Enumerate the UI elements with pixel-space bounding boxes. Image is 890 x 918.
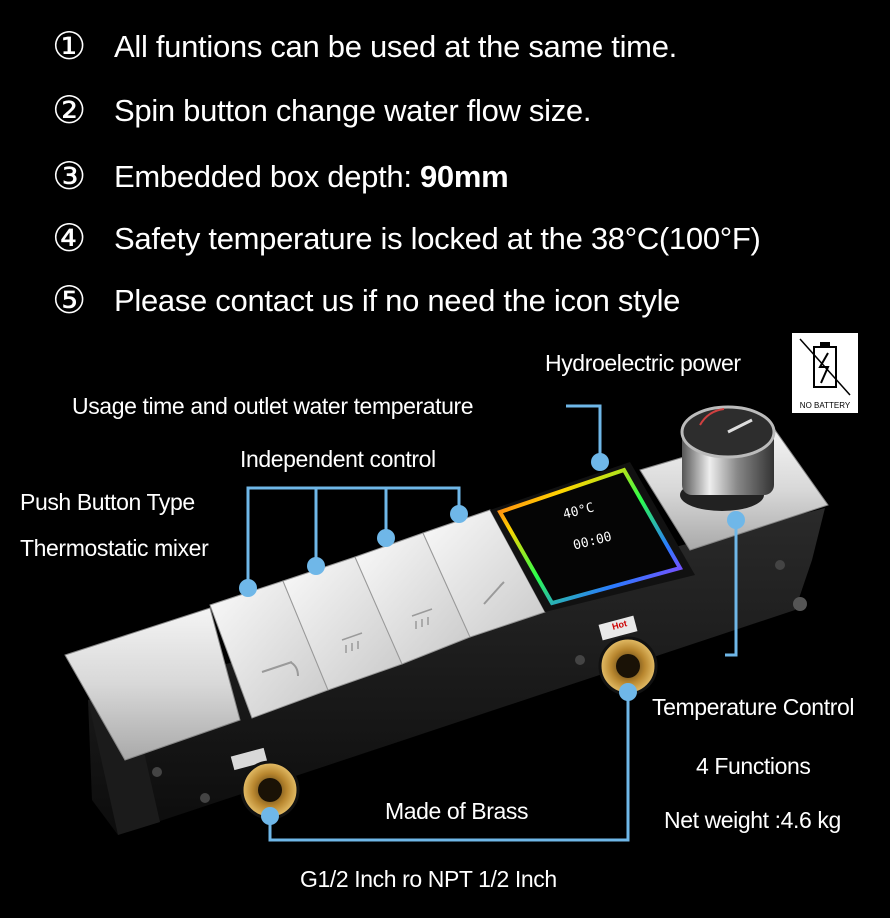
circled-number: ③	[52, 156, 86, 198]
knob-indicator	[727, 418, 753, 434]
mount-screw	[793, 597, 807, 611]
brass-inlet-cold-bore	[258, 778, 282, 802]
brass-inlet-hot-bore	[616, 654, 640, 678]
hydroelectric-power-label: Hydroelectric power	[545, 350, 741, 376]
battery-crossed-icon	[799, 338, 851, 396]
no-battery-text: NO BATTERY	[799, 401, 851, 410]
callout-dots	[239, 453, 745, 825]
display-screen	[497, 467, 684, 606]
thermostatic-mixer-label: Thermostatic mixer	[20, 535, 209, 561]
feature-text: Embedded box depth:	[114, 159, 420, 194]
mount-screw	[775, 560, 785, 570]
feature-text: Spin button change water flow size.	[114, 93, 592, 128]
independent-control-label: Independent control	[240, 446, 436, 472]
usage-callout-line	[566, 404, 602, 462]
feature-highlight: 90mm	[419, 159, 509, 194]
shower-head-icon	[411, 608, 433, 629]
cold-label-plate	[230, 747, 268, 771]
no-battery-badge: NO BATTERY	[792, 333, 858, 413]
circled-number: ②	[52, 90, 86, 132]
knob-scale	[699, 408, 725, 426]
push-button-type-label: Push Button Type	[20, 489, 195, 515]
feature-text: Please contact us if no need the icon st…	[114, 283, 681, 318]
feature-text: All funtions can be used at the same tim…	[114, 29, 677, 64]
housing-body	[88, 508, 825, 835]
shower-head-icon	[341, 632, 363, 653]
mount-screw	[575, 655, 585, 665]
feature-text: Safety temperature is locked at the 38°C…	[114, 221, 761, 256]
feature-4: ④ Safety temperature is locked at the 38…	[46, 214, 761, 264]
spout-icon	[261, 661, 299, 677]
hand-shower-icon	[483, 581, 505, 605]
independent-control-bracket	[246, 486, 461, 588]
callout-lines	[246, 404, 738, 842]
feature-1: ① All funtions can be used at the same t…	[46, 22, 677, 72]
circled-number: ④	[52, 218, 86, 260]
brass-callout-line	[268, 692, 630, 842]
net-weight-label: Net weight :4.6 kg	[664, 807, 841, 833]
feature-2: ② Spin button change water flow size.	[46, 86, 591, 136]
made-of-brass-label: Made of Brass	[385, 798, 529, 824]
functions-count-label: 4 Functions	[696, 753, 811, 779]
feature-3: ③ Embedded box depth: 90mm	[46, 152, 509, 202]
mount-screw	[200, 793, 210, 803]
temperature-control-line	[725, 522, 738, 657]
usage-time-label: Usage time and outlet water temperature	[72, 393, 474, 419]
mount-screw	[152, 767, 162, 777]
circled-number: ①	[52, 26, 86, 68]
hot-label-plate	[598, 615, 638, 641]
feature-5: ⑤ Please contact us if no need the icon …	[46, 276, 680, 326]
chrome-plate-left	[64, 607, 241, 761]
circled-number: ⑤	[52, 280, 86, 322]
thread-size-label: G1/2 Inch ro NPT 1/2 Inch	[300, 866, 557, 892]
temperature-control-label: Temperature Control	[652, 694, 855, 720]
